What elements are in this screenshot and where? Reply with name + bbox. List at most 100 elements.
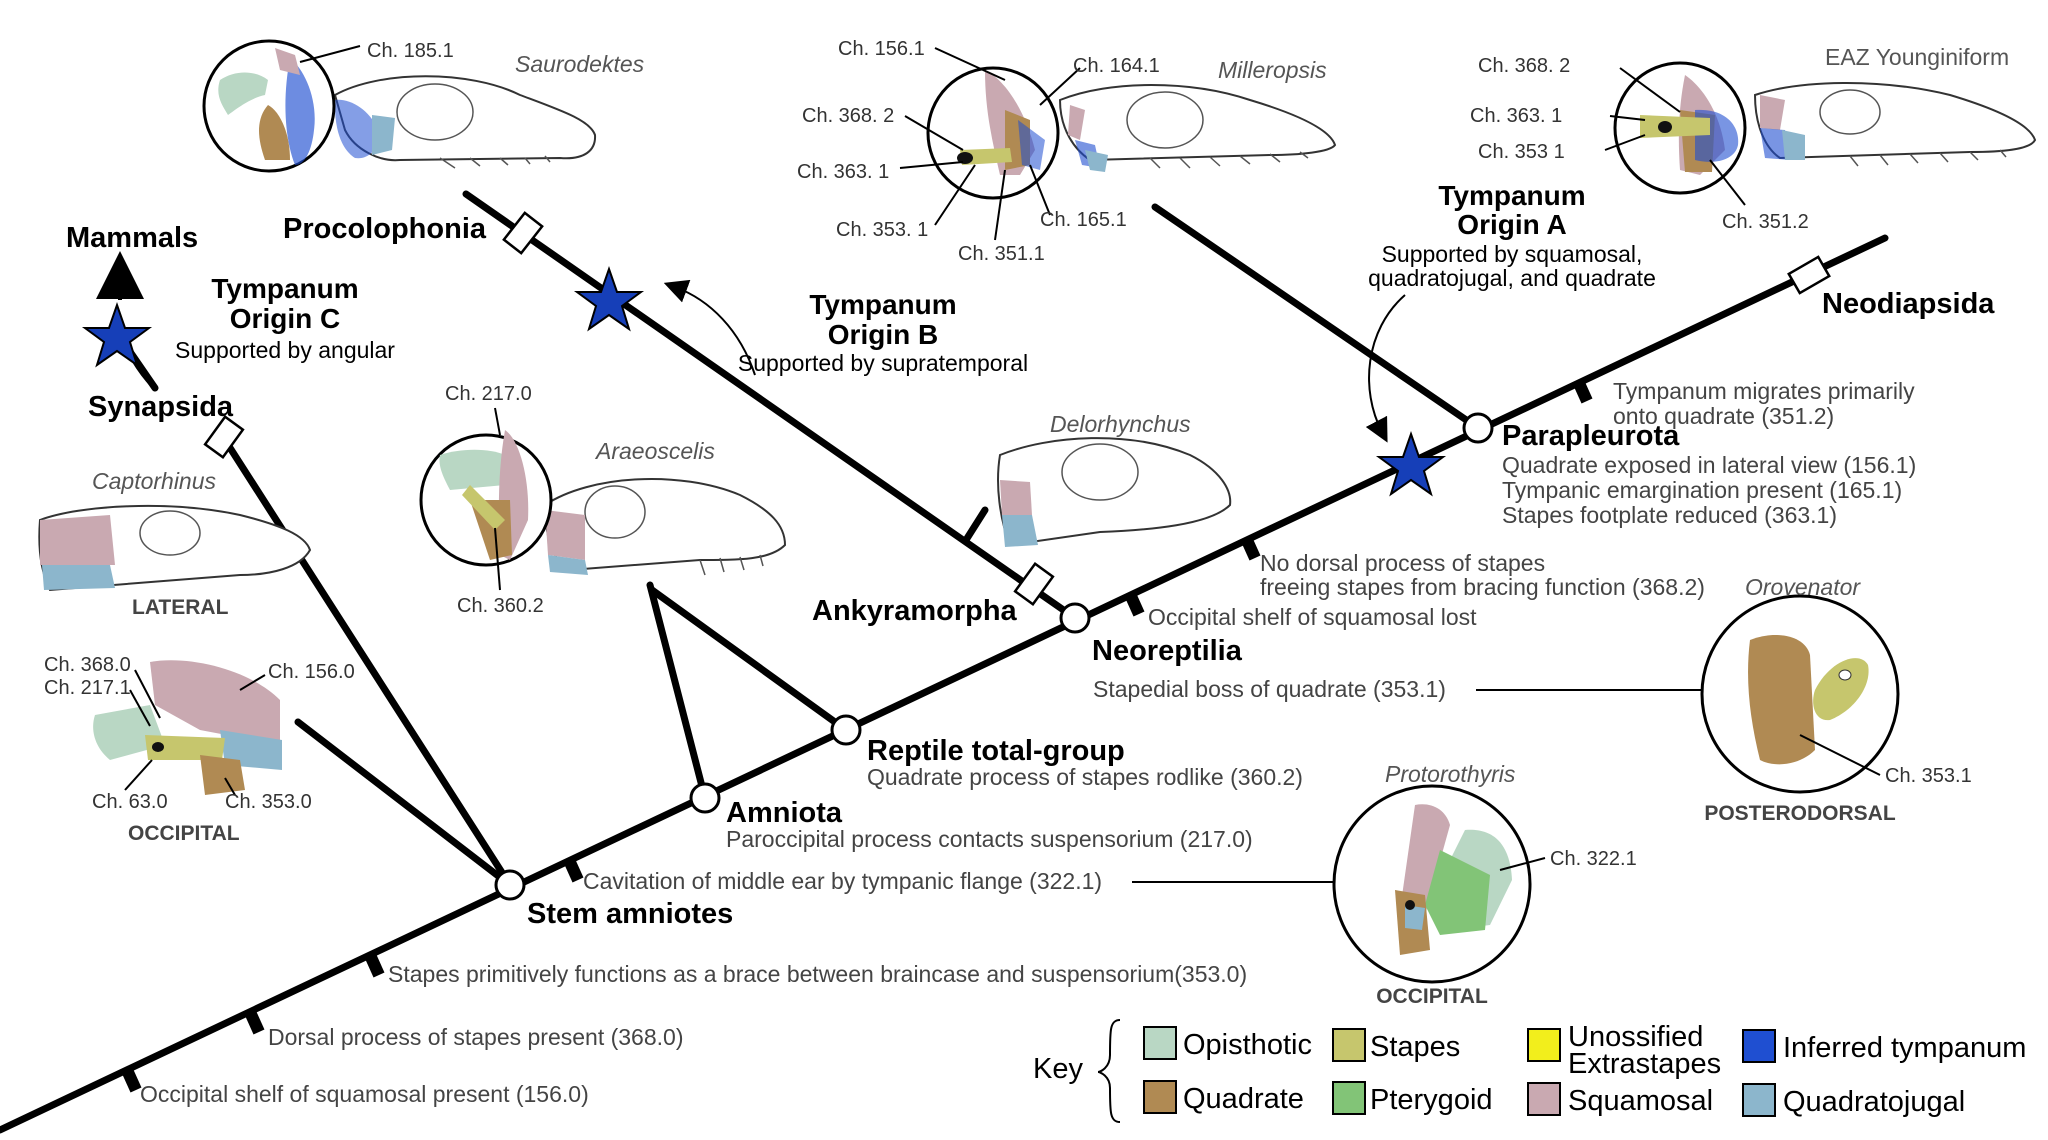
taxon-captorhinus: Captorhinus [92,468,217,494]
legend-swatch-stapes [1332,1028,1366,1062]
ara-ch360: Ch. 360.2 [457,595,544,617]
view-occipital-left: OCCIPITAL [128,822,240,845]
ara-217-leader [494,407,501,436]
araeoscelis-teeth [699,554,764,576]
delorhynchus-branch [962,506,989,544]
legend-label-pterygoid: Pterygoid [1370,1084,1493,1116]
main-stem-branch [0,234,1889,1134]
apo-occipital-shelf-lost: Occipital shelf of squamosal lost [1148,604,1477,630]
saurodektes-figure: Ch. 185.1 Saurodektes [202,39,645,173]
legend-label-unossified: Unossified [1568,1021,1703,1053]
taxon-milleropsis: Milleropsis [1218,57,1327,83]
captorhinus-figure: Captorhinus LATERAL Ch. 368.0 Ch. 217.1 … [38,468,355,845]
origin-b-arrow [663,279,756,376]
marker-ankyramorpha [1013,562,1055,606]
legend-label-quadrate: Quadrate [1183,1083,1304,1115]
milleropsis-stapes-foramen [957,152,973,164]
araeoscelis-quadrate [470,500,512,560]
origin-b-label: Tympanum Origin B Supported by supratemp… [738,289,1028,376]
apo-dorsal-present: Dorsal process of stapes present (368.0) [268,1024,683,1050]
origin-b-title-1: Tympanum [809,289,956,320]
clade-parapleurota: Parapleurota [1502,420,1680,452]
node-neoreptilia [1059,602,1091,634]
clade-nodes [494,412,1494,901]
tick-351-2 [1572,378,1593,404]
eaz-368-leader [1619,67,1681,113]
origin-c-sub: Supported by angular [175,337,395,363]
mil-ch353: Ch. 353. 1 [836,219,928,241]
protorothyris-squamosal [1400,804,1450,915]
protorothyris-pterygoid [1425,850,1490,935]
taxon-protorothyris: Protorothyris [1385,761,1516,787]
legend-swatch-extrastapes [1527,1028,1561,1062]
mil-368-leader [904,115,964,151]
saurodektes-inset-tympanum [285,58,315,165]
cap-ch217: Ch. 217.1 [44,677,131,699]
mil-ch363: Ch. 363. 1 [797,161,889,183]
captorhinus-orbit [139,510,201,556]
eaz-orbit [1819,89,1881,135]
clade-reptile-total-group: Reptile total-group [867,735,1125,767]
eaz-figure: Ch. 368. 2 Ch. 363. 1 Ch. 353 1 Ch. 351.… [1470,44,2037,233]
cap-ch156: Ch. 156.0 [268,661,355,683]
saurodektes-quadrate [259,105,290,160]
clade-procolophonia: Procolophonia [283,213,487,245]
mil-353-leader [934,164,976,226]
legend-swatch-pterygoid [1332,1081,1366,1115]
mil-363-leader [899,161,964,169]
taxon-orovenator: Orovenator [1745,574,1861,600]
milleropsis-figure: Ch. 156.1 Ch. 164.1 Ch. 368. 2 Ch. 363. … [797,38,1337,265]
apo-no-dorsal-2: freeing stapes from bracing function (36… [1260,574,1705,600]
protorothyris-figure: Ch. 322.1 Protorothyris OCCIPITAL [1332,761,1637,1008]
ara-360-leader [494,527,501,591]
mil-156-leader [934,47,1006,81]
orovenator-stapes [1813,658,1869,721]
taxon-delorhynchus: Delorhynchus [1050,411,1191,437]
origin-a-title-1: Tympanum [1438,180,1585,211]
parapleurota-branch [1151,203,1482,432]
origin-b-title-2: Origin B [828,319,938,350]
captorhinus-occ-quadrate [200,755,245,795]
protorothyris-foramen [1405,900,1415,910]
cap-353-leader [224,777,236,796]
clade-mammals: Mammals [66,222,198,254]
apo-cavitation: Cavitation of middle ear by tympanic fla… [583,868,1102,894]
captorhinus-occ-stapes [145,735,225,760]
taxon-araeoscelis: Araeoscelis [594,438,715,464]
oro-353-leader [1799,734,1881,776]
eaz-363-leader [1609,115,1646,121]
taxon-saurodektes: Saurodektes [515,51,645,77]
clade-neodiapsida: Neodiapsida [1822,288,1995,320]
cap-63-leader [124,759,153,791]
star-origin-c [81,301,153,368]
araeoscelis-stapes [462,485,505,530]
marker-synapsida [203,415,245,459]
legend-swatch-quadratojugal [1742,1083,1776,1117]
cap-217-leader [129,689,151,727]
orovenator-stapes-foramen [1838,669,1852,681]
delorhynchus-quadratojugal [1002,515,1038,547]
apo-paroccipital: Paroccipital process contacts suspensori… [726,826,1253,852]
milleropsis-orbit [1126,91,1204,149]
milleropsis-teeth [1149,151,1309,169]
eaz-stapes-foramen [1658,121,1672,133]
saurodektes-orbit [396,83,474,141]
mil-ch351: Ch. 351.1 [958,243,1045,265]
stem-amniote-side-branch [294,718,514,889]
saurodektes-skull [333,75,597,162]
milleropsis-squamosal [1068,105,1085,140]
apo-quadrate-process: Quadrate process of stapes rodlike (360.… [867,764,1303,790]
milleropsis-inset-tympanum [1018,120,1045,170]
apo-quadrate-exposed: Quadrate exposed in lateral view (156.1) [1502,452,1916,478]
mil-ch164: Ch. 164.1 [1073,55,1160,77]
legend-brace [1097,1019,1121,1123]
legend-label-inferred-tympanum: Inferred tympanum [1783,1032,2026,1064]
eaz-stapes [1640,115,1710,138]
stem-ticks [121,378,1593,1093]
araeoscelis-figure: Ch. 217.0 Ch. 360.2 Araeoscelis [419,383,787,617]
milleropsis-stapes [960,148,1012,165]
saurodektes-squamosal [275,48,300,75]
eaz-ch353: Ch. 353 1 [1478,141,1565,163]
captorhinus-occ-foramen [152,742,164,752]
